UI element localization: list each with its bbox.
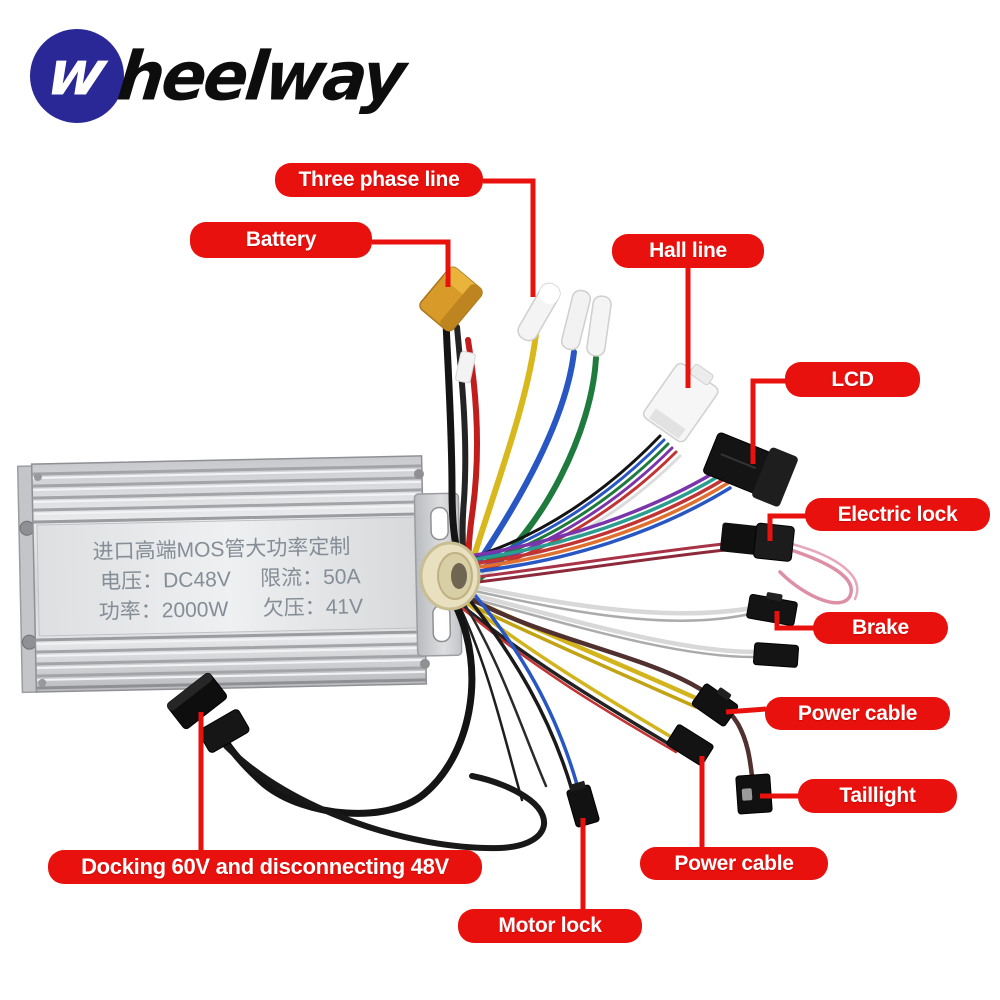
wire-motor-lock [466, 596, 574, 792]
leader-brake [774, 611, 814, 631]
label-docking: Docking 60V and disconnecting 48V [48, 850, 482, 884]
label-hall-line: Hall line [612, 234, 764, 268]
wire-motor-lock [472, 592, 580, 790]
wire-taillight [463, 593, 755, 779]
wire-phase-yellow [471, 331, 539, 559]
leader-electric-lock [767, 513, 806, 541]
wire-hall [468, 434, 662, 560]
leader-lcd [750, 378, 786, 464]
label-three-phase-line: Three phase line [275, 163, 483, 197]
wire-label-sleeve [455, 350, 476, 384]
wire-brake [467, 583, 755, 616]
wire-electric-lock [468, 547, 736, 585]
brand-logo: w heelway [30, 24, 410, 128]
motor-lock-connector [566, 780, 600, 828]
connectors [166, 266, 800, 828]
battery-connector-xt60 [419, 266, 483, 332]
taillight-connector [735, 773, 773, 815]
leader-lines [198, 178, 814, 910]
wire-lcd [468, 481, 730, 570]
label-brake: Brake [813, 612, 948, 644]
wire-misc [456, 601, 524, 802]
lcd-connector [703, 432, 798, 507]
bracket-slot [430, 506, 449, 541]
spec-voltage: 电压：DC48V [100, 568, 231, 594]
electric-lock-connector [720, 522, 795, 562]
aux-connector [752, 642, 800, 668]
hall-connector [642, 362, 719, 443]
wire-electric-lock-loop [778, 547, 854, 605]
screw-icon [38, 678, 47, 687]
spec-undervoltage: 欠压：41V [262, 595, 363, 620]
spec-text: 进口高端MOS管大功率定制 电压：DC48V 限流：50A 功率：2000W 欠… [92, 535, 363, 624]
wire-phase-blue [473, 349, 577, 569]
wire-harness [222, 318, 859, 852]
controller-title: 进口高端MOS管大功率定制 [92, 535, 350, 563]
wire-electric-lock [468, 541, 734, 580]
cable-grommet [419, 541, 481, 611]
phase-bullet-connector [560, 289, 592, 351]
brake-connector [746, 592, 798, 627]
label-power-cable-right: Power cable [765, 697, 950, 730]
label-power-cable-bottom: Power cable [640, 847, 828, 880]
logo-circle-icon: w [30, 29, 124, 123]
label-lcd: LCD [785, 362, 920, 397]
leader-three-phase [483, 178, 536, 297]
wire-brake [468, 588, 756, 623]
wire-misc [460, 598, 548, 788]
controller-box: 进口高端MOS管大功率定制 电压：DC48V 限流：50A 功率：2000W 欠… [16, 455, 463, 694]
screw-icon [33, 472, 42, 481]
label-electric-lock: Electric lock [805, 498, 990, 531]
wire-electric-lock-loop [790, 542, 859, 601]
leader-battery [372, 239, 451, 287]
wire-white-pair [467, 591, 759, 655]
leader-power-right [725, 706, 767, 715]
wire-power-right [464, 601, 698, 709]
label-taillight: Taillight [798, 779, 957, 813]
phase-bullet-connector [586, 295, 612, 357]
docking-connector [166, 672, 228, 730]
screw-icon [413, 468, 424, 479]
wire-lcd [468, 471, 726, 562]
wire-lcd [468, 466, 724, 558]
heatsink-fins-bottom [35, 630, 426, 690]
power-cable-connector-right [691, 683, 739, 727]
phase-bullet-connector [517, 282, 561, 342]
spec-power: 功率：2000W [99, 598, 229, 624]
power-cable-connector-bottom [666, 724, 714, 766]
spec-current-limit: 限流：50A [260, 565, 361, 590]
screw-icon [19, 520, 35, 536]
wire-docking-cable [223, 743, 548, 852]
wire-docking-cable [222, 600, 476, 817]
bracket-slot [432, 604, 452, 643]
wire-lcd [468, 476, 728, 566]
label-battery: Battery [190, 222, 372, 258]
wire-power-bottom [462, 599, 678, 742]
wire-lcd [468, 486, 732, 574]
screw-icon [419, 658, 430, 669]
wire-white-pair [468, 596, 759, 659]
label-motor-lock: Motor lock [458, 909, 642, 943]
heatsink-fins-top [32, 464, 423, 524]
screw-icon [21, 634, 37, 650]
docking-connector [198, 709, 250, 753]
